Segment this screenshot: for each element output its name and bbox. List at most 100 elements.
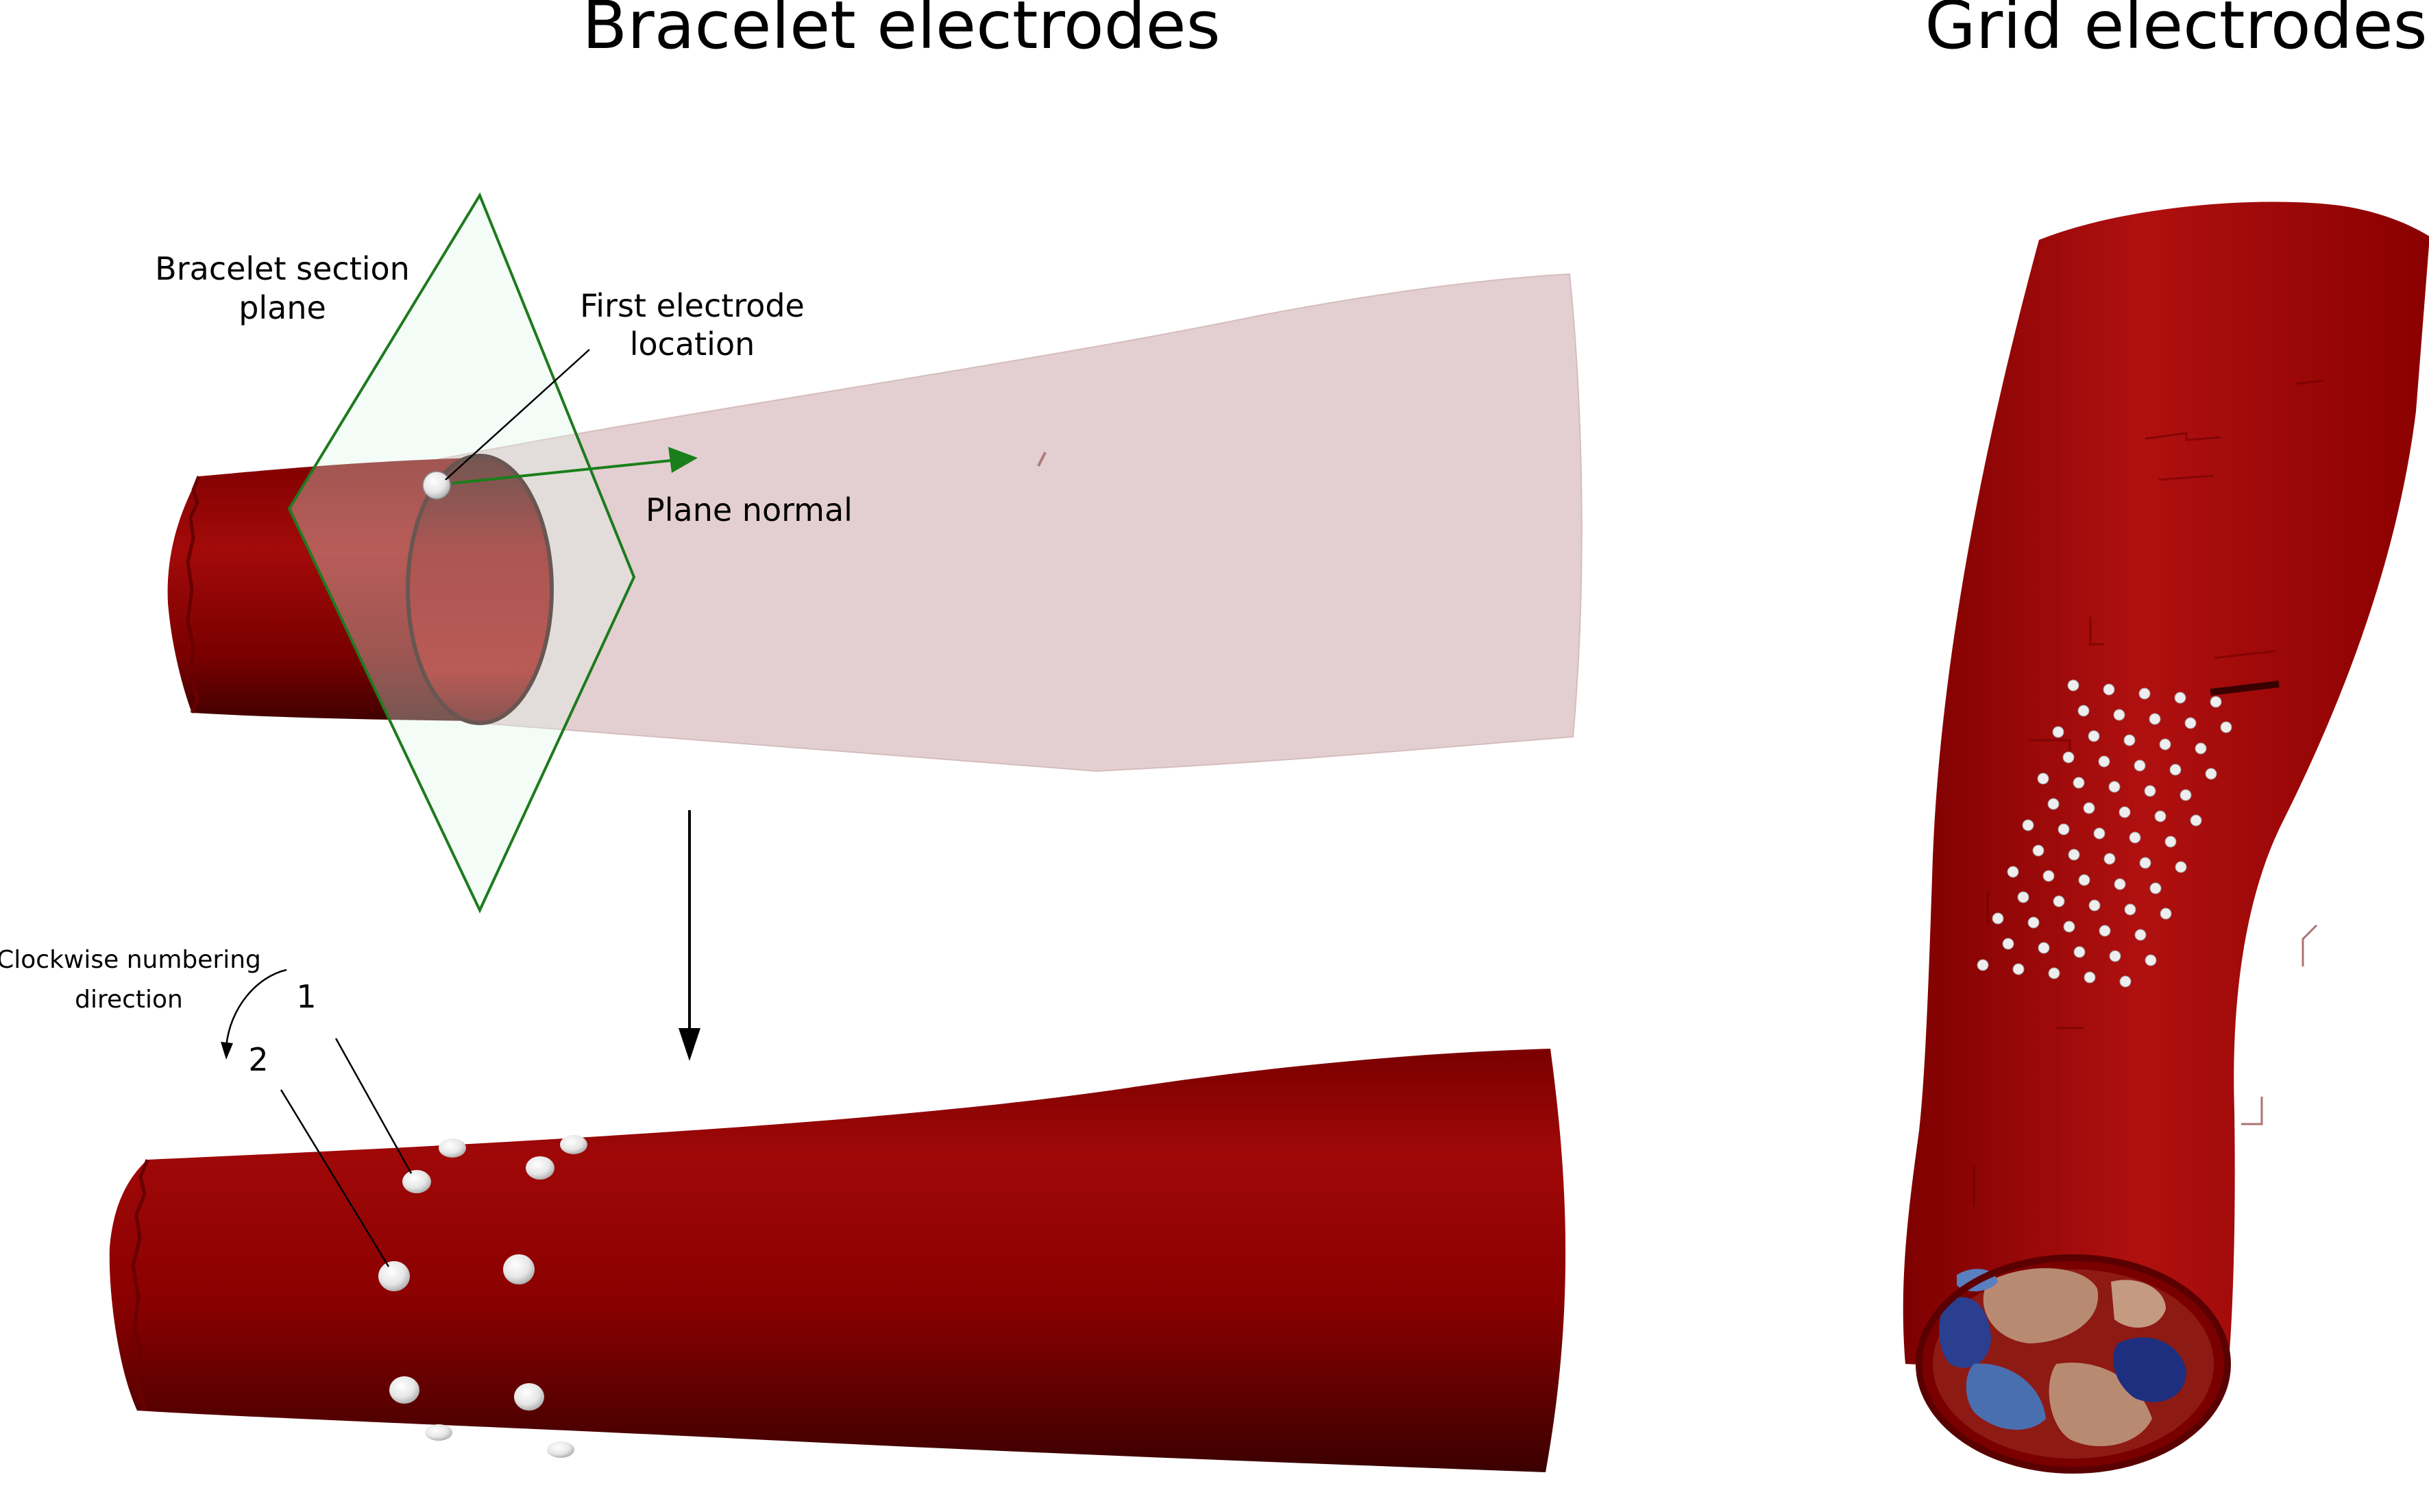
grid-electrode [2083, 802, 2095, 814]
grid-electrode [2048, 967, 2060, 979]
top-forearm-model [167, 192, 1583, 914]
grid-electrode [2093, 827, 2105, 840]
bracelet-section-plane [287, 192, 636, 914]
grid-electrode [2134, 929, 2147, 941]
grid-electrode [2220, 721, 2232, 733]
transition-arrowhead [679, 1028, 700, 1061]
grid-electrode [2058, 823, 2070, 836]
grid-electrode [2088, 730, 2100, 742]
grid-electrode [2103, 683, 2115, 696]
grid-electrode [2098, 755, 2110, 768]
grid-electrode [2099, 925, 2111, 937]
grid-electrode [2103, 853, 2116, 865]
leader-electrode-2 [280, 1089, 390, 1267]
grid-electrode [2138, 687, 2151, 700]
tissue-tan-patch [1983, 1268, 2099, 1343]
label-first-electrode-line1: First electrode [580, 287, 805, 324]
grid-electrode [2073, 777, 2085, 789]
grid-electrode [2124, 903, 2136, 916]
grid-electrode [2042, 870, 2055, 882]
grid-electrode [2084, 971, 2096, 984]
bracelet-electrode [526, 1156, 554, 1180]
opaque-forearm-tube [167, 458, 473, 721]
grid-cut-face-rim [1916, 1254, 2231, 1474]
grid-electrode [2184, 717, 2197, 729]
grid-electrode [2113, 709, 2125, 721]
bracelet-electrode [560, 1135, 587, 1154]
bottom-forearm-rough-edge [131, 1159, 149, 1411]
grid-electrode [2160, 907, 2172, 920]
grid-electrode [2139, 857, 2151, 869]
label-clockwise-line2: direction [75, 986, 183, 1014]
cut-cross-section-rim [406, 454, 554, 725]
label-section-plane-line1: Bracelet section [155, 250, 410, 287]
grid-electrode [2134, 759, 2146, 772]
bracelet-electrode-ring [378, 1135, 587, 1458]
grid-electrode [2129, 831, 2141, 844]
leader-electrode-1 [334, 1038, 413, 1174]
clockwise-direction-arrow [225, 968, 287, 1048]
grid-electrode [2108, 781, 2121, 793]
surface-mark [1037, 452, 1047, 467]
bracelet-electrode-2 [378, 1261, 410, 1291]
grid-electrode [2195, 742, 2207, 755]
grid-electrode [2088, 899, 2101, 912]
bottom-forearm-surface [109, 1049, 1566, 1472]
grid-electrode [2037, 772, 2049, 785]
grid-electrode [2190, 814, 2202, 827]
grid-electrode [2149, 882, 2162, 894]
grid-forearm-surface [1903, 202, 2429, 1378]
voxel-texture [1973, 379, 2324, 1206]
grid-electrode [2062, 751, 2075, 764]
tissue-lightblue-patch [1966, 1363, 2046, 1430]
grid-electrode [2077, 705, 2090, 717]
grid-electrode [2027, 916, 2040, 929]
grid-electrode [2063, 920, 2075, 933]
grid-electrode [2047, 798, 2060, 810]
grid-electrode [2149, 713, 2161, 725]
tissue-blue-patch [1939, 1297, 1991, 1368]
grid-electrode [2164, 836, 2177, 848]
grid-electrode [2078, 874, 2090, 886]
tube-rough-edge [186, 476, 201, 714]
label-plane-normal: Plane normal [646, 491, 853, 528]
label-electrode-1: 1 [296, 978, 316, 1015]
grid-electrode [2174, 692, 2186, 704]
grid-electrode [2159, 738, 2171, 751]
grid-electrode [1992, 912, 2004, 925]
grid-electrode [2205, 768, 2217, 780]
grid-electrode [2145, 954, 2157, 966]
bracelet-electrode-1 [402, 1170, 431, 1193]
grid-electrode [2210, 696, 2222, 708]
grid-electrode [2067, 679, 2079, 692]
grid-electrode [2123, 734, 2136, 746]
grid-electrode [2154, 810, 2166, 822]
grid-electrode [2038, 942, 2050, 954]
grid-electrode [2169, 764, 2182, 776]
grid-electrode [2052, 726, 2064, 738]
grid-electrode [2073, 946, 2086, 958]
grid-electrode [2109, 950, 2121, 962]
plane-normal-arrow [452, 459, 671, 485]
title-bracelet-electrodes: Bracelet electrodes [582, 0, 1220, 64]
first-electrode-sphere [422, 471, 451, 500]
first-electrode-leader [445, 349, 590, 480]
bracelet-electrode [547, 1441, 574, 1458]
grid-electrode [2175, 861, 2187, 873]
title-grid-electrodes: Grid electrodes [1925, 0, 2427, 64]
translucent-forearm-surface [437, 273, 1583, 772]
label-electrode-2: 2 [248, 1041, 268, 1078]
grid-electrode [2114, 878, 2126, 890]
grid-electrode-array [1977, 679, 2232, 988]
grid-electrode [2180, 789, 2192, 801]
tissue-blue-patch [2113, 1337, 2186, 1402]
bracelet-electrode [503, 1254, 535, 1284]
grid-electrode [2032, 844, 2044, 857]
clockwise-direction-arrowhead [221, 1042, 233, 1060]
grid-electrode [2022, 819, 2034, 831]
cut-cross-section [408, 456, 552, 723]
grid-electrode [2017, 891, 2029, 903]
grid-electrode [2012, 963, 2025, 975]
bottom-forearm-model [109, 1049, 1566, 1472]
grid-electrode [2119, 806, 2131, 818]
